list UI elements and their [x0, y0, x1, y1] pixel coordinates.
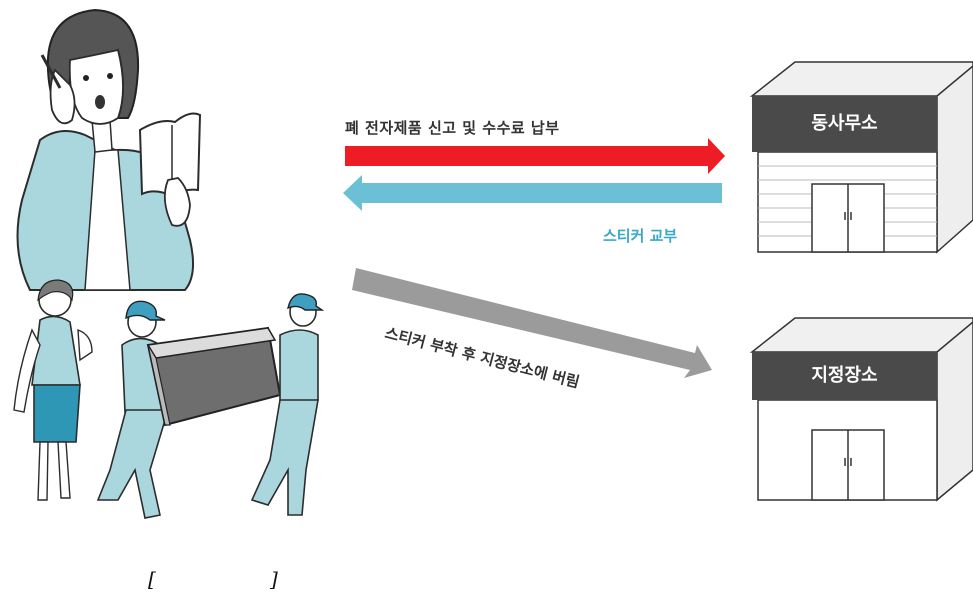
building-bottom-sign: 지정장소	[752, 352, 937, 400]
red-arrow	[345, 138, 725, 174]
caption-right-bracket: ]	[270, 567, 278, 591]
building-top	[752, 62, 973, 252]
building-top-sign: 동사무소	[752, 96, 937, 152]
mover-right	[252, 294, 322, 515]
small-woman	[14, 280, 92, 500]
caption-left-bracket: [	[148, 567, 156, 591]
box	[148, 328, 280, 425]
blue-arrow-label: 스티커 교부	[603, 225, 677, 246]
woman-face	[70, 50, 123, 124]
blue-arrow	[343, 175, 722, 211]
mover-left	[98, 301, 168, 518]
building-bottom	[752, 318, 973, 500]
red-arrow-label: 폐 전자제품 신고 및 수수료 납부	[345, 117, 560, 138]
woman-with-booklet	[18, 10, 201, 290]
